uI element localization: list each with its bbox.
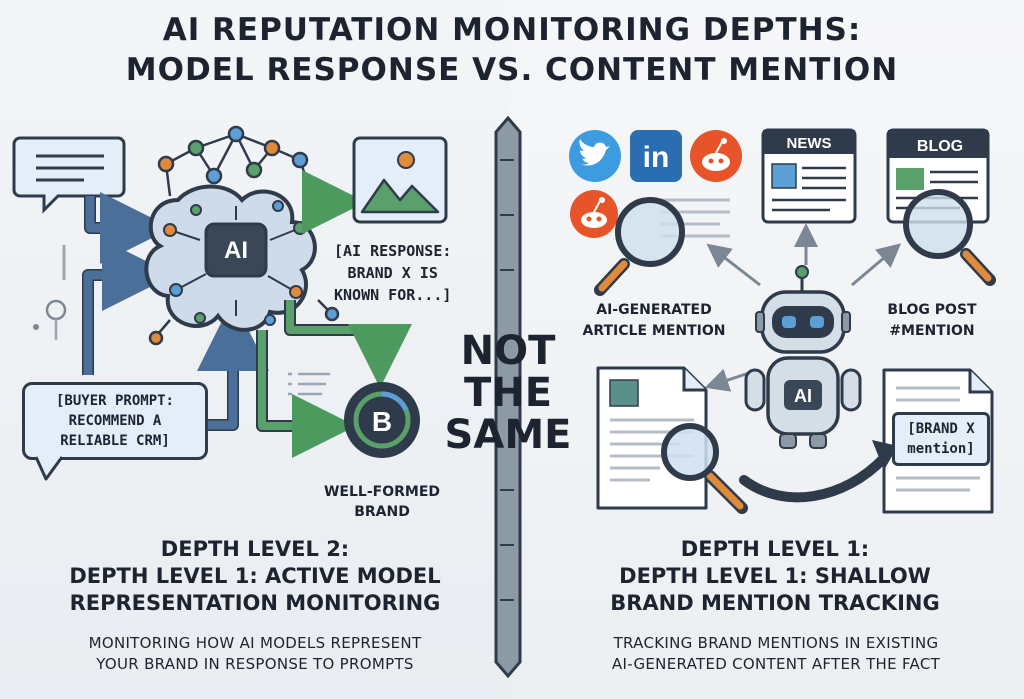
image-response-icon (352, 136, 448, 224)
ai-response-line-3: KNOWN FOR...] (334, 286, 452, 304)
brand-badge-icon: B (344, 382, 420, 458)
brand-caption-line-1: WELL-FORMED (323, 484, 441, 500)
ai-brain-icon: AI (144, 184, 317, 332)
linkedin-icon: in (630, 130, 682, 182)
list-icon (288, 372, 330, 396)
ai-response-line-2: BRAND X IS (347, 264, 438, 282)
right-heading-line-2: DEPTH LEVEL 1: SHALLOW (619, 564, 931, 588)
not-the-same-line-2: THE (463, 370, 553, 416)
not-the-same-label: NOT THE SAME (420, 330, 596, 456)
left-description-line-2: YOUR BRAND IN RESPONSE TO PROMPTS (96, 655, 414, 673)
brand-mention-box: [BRAND X mention] (892, 412, 990, 466)
chat-bubble-icon (12, 136, 126, 214)
magnifier-icon (661, 423, 748, 514)
brand-badge-letter: B (372, 406, 392, 437)
right-heading-line-1: DEPTH LEVEL 1: (680, 537, 870, 561)
decorative-circuit-icon (33, 245, 67, 340)
right-description: TRACKING BRAND MENTIONS IN EXISTING AI-G… (556, 633, 996, 675)
blog-label: BLOG (917, 138, 963, 155)
input-arrows (82, 192, 269, 431)
article-mention-caption: AI-GENERATED ARTICLE MENTION (574, 300, 734, 342)
reddit-icon (690, 130, 742, 182)
left-heading-line-2: DEPTH LEVEL 1: ACTIVE MODEL (69, 564, 441, 588)
linkedin-text: in (643, 141, 670, 174)
buyer-prompt-bubble: [BUYER PROMPT: RECOMMEND A RELIABLE CRM] (22, 382, 208, 460)
curved-arrow (739, 440, 898, 503)
ai-response-text: [AI RESPONSE: BRAND X IS KNOWN FOR...] (334, 240, 451, 306)
blog-caption-line-1: BLOG POST (887, 302, 977, 318)
news-article-icon: NEWS (761, 128, 857, 224)
page-title-line-2: MODEL RESPONSE VS. CONTENT MENTION (125, 52, 899, 88)
brand-caption-line-2: BRAND (354, 504, 410, 520)
brand-mention-line-2: mention] (907, 441, 975, 457)
left-description-line-1: MONITORING HOW AI MODELS REPRESENT (88, 634, 422, 652)
news-label: NEWS (787, 135, 832, 152)
arrow-to-brand-lower (256, 330, 356, 458)
right-description-line-1: TRACKING BRAND MENTIONS IN EXISTING (613, 634, 939, 652)
robot-ai-label: AI (794, 386, 812, 406)
brain-outer-nodes (148, 299, 340, 346)
twitter-icon (569, 130, 621, 182)
ai-robot-icon: AI (744, 265, 862, 449)
ai-response-line-1: [AI RESPONSE: (334, 242, 452, 260)
not-the-same-line-3: SAME (444, 412, 572, 458)
bubble-tail (34, 455, 64, 481)
right-description-line-2: AI-GENERATED CONTENT AFTER THE FACT (611, 655, 941, 673)
divider-ruler (494, 115, 522, 679)
buyer-prompt-line-2: RECOMMEND A (68, 413, 162, 429)
left-heading-line-1: DEPTH LEVEL 2: (160, 537, 350, 561)
reddit-icon (570, 190, 618, 238)
article-caption-line-1: AI-GENERATED (596, 302, 712, 318)
right-panel-background (510, 0, 1024, 699)
neural-network-icon (157, 125, 312, 197)
right-heading-line-3: BRAND MENTION TRACKING (610, 591, 940, 615)
blog-caption-line-2: #MENTION (889, 323, 975, 339)
magnifier-icon (903, 189, 996, 286)
buyer-prompt-line-3: RELIABLE CRM] (60, 433, 170, 449)
brand-mention-line-1: [BRAND X (907, 421, 975, 437)
left-description: MONITORING HOW AI MODELS REPRESENT YOUR … (30, 633, 480, 675)
arrow-to-brand (284, 300, 412, 388)
buyer-prompt-line-1: [BUYER PROMPT: (55, 393, 174, 409)
brain-ai-label: AI (224, 237, 248, 264)
article-caption-line-2: ARTICLE MENTION (582, 323, 726, 339)
left-heading: DEPTH LEVEL 2: DEPTH LEVEL 1: ACTIVE MOD… (40, 536, 470, 617)
right-heading: DEPTH LEVEL 1: DEPTH LEVEL 1: SHALLOW BR… (560, 536, 990, 617)
brand-caption: WELL-FORMED BRAND (312, 482, 452, 522)
not-the-same-line-1: NOT (460, 328, 556, 374)
left-heading-line-3: REPRESENTATION MONITORING (69, 591, 441, 615)
page-title-line-1: AI REPUTATION MONITORING DEPTHS: (162, 12, 862, 48)
magnifier-icon (594, 197, 685, 296)
blog-mention-caption: BLOG POST #MENTION (872, 300, 992, 342)
